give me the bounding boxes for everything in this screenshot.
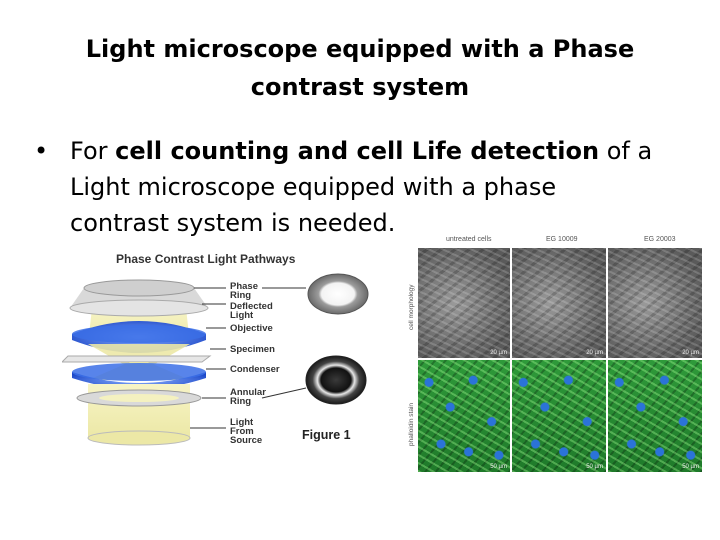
label-source-1: Light bbox=[230, 417, 254, 428]
column-header-untreated: untreated cells bbox=[446, 236, 492, 243]
bullet-line-3: contrast system is needed. bbox=[70, 209, 396, 237]
label-specimen: Specimen bbox=[230, 344, 275, 355]
figure-caption: Figure 1 bbox=[302, 428, 351, 442]
bullet-text: For cell counting and cell Life detectio… bbox=[70, 133, 690, 241]
micrograph-phalloidin-eg20003: 50 µm bbox=[608, 360, 702, 472]
slide-title: Light microscope equipped with a Phase c… bbox=[60, 30, 660, 106]
bullet-pre: For bbox=[70, 137, 116, 165]
label-phase-ring-2: Ring bbox=[230, 290, 252, 301]
diagram-title: Phase Contrast Light Pathways bbox=[116, 252, 296, 266]
label-phase-ring-1: Phase bbox=[230, 281, 258, 292]
label-condenser: Condenser bbox=[230, 364, 280, 375]
scale-label: 50 µm bbox=[490, 464, 507, 470]
bullet-line-2: Light microscope equipped with a phase bbox=[70, 173, 557, 201]
phase-contrast-diagram: Phase Contrast Light Pathways bbox=[62, 248, 380, 470]
row-header-morphology: cell morphology bbox=[408, 284, 415, 330]
bullet-marker: • bbox=[34, 137, 49, 165]
label-annular-1: Annular bbox=[230, 387, 266, 398]
label-deflected-2: Light bbox=[230, 310, 254, 321]
scale-label: 50 µm bbox=[682, 464, 699, 470]
bullet-line-1: For cell counting and cell Life detectio… bbox=[70, 133, 690, 169]
scale-label: 20 µm bbox=[490, 350, 507, 356]
diagram-illustration bbox=[62, 273, 369, 446]
column-header-eg10009: EG 10009 bbox=[546, 236, 578, 243]
micrograph-morphology-eg10009: 20 µm bbox=[512, 248, 606, 358]
label-deflected-1: Deflected bbox=[230, 301, 273, 312]
micrograph-morphology-eg20003: 20 µm bbox=[608, 248, 702, 358]
column-header-eg20003: EG 20003 bbox=[644, 236, 676, 243]
label-objective: Objective bbox=[230, 323, 273, 334]
label-source-3: Source bbox=[230, 435, 263, 446]
micrograph-morphology-untreated: 20 µm bbox=[418, 248, 510, 358]
cell-image-grid: untreated cells EG 10009 EG 20003 cell m… bbox=[404, 232, 706, 476]
micrograph-phalloidin-untreated: 50 µm bbox=[418, 360, 510, 472]
bullet-bold: cell counting and cell Life detection bbox=[115, 137, 600, 165]
micrograph-phalloidin-eg10009: 50 µm bbox=[512, 360, 606, 472]
title-line-1: Light microscope equipped with a Phase bbox=[85, 35, 635, 63]
scale-label: 20 µm bbox=[682, 350, 699, 356]
scale-label: 50 µm bbox=[586, 464, 603, 470]
row-header-phalloidin: phalloidin stain bbox=[408, 402, 415, 446]
label-source-2: From bbox=[230, 426, 254, 437]
title-line-2: contrast system bbox=[250, 73, 470, 101]
bullet-post: of a bbox=[599, 137, 653, 165]
label-annular-2: Ring bbox=[230, 396, 252, 407]
scale-label: 20 µm bbox=[586, 350, 603, 356]
